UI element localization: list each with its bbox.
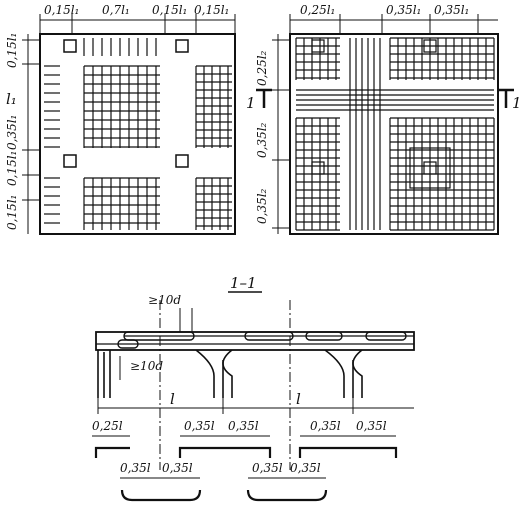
right-reinforcement-mesh [295,37,495,231]
row1-dim-2: 0,35l [184,419,215,433]
section-cut-mark-left [256,88,272,108]
rebar-bars-row2 [120,489,328,502]
section-cut-mark-right [498,88,514,108]
right-side-dim-1: 0,25l₂ [255,50,269,86]
left-slab-plan: 0,15l₁ 0,7l₁ 0,15l₁ 0,15l₁ 0,15l₁ l₁ 0,3… [5,3,236,235]
left-top-dim-4: 0,15l₁ [194,3,229,17]
axis-lines [159,300,291,470]
right-top-dim-2: 0,35l₁ [386,3,421,17]
left-top-dim-3: 0,15l₁ [152,3,187,17]
right-top-dim-3: 0,35l₁ [434,3,469,17]
left-side-dim-5: 0,15l₁ [5,195,19,230]
row2-dim-3: 0,35l [252,461,283,475]
rebar-bars-row1 [94,446,398,458]
left-side-dim-4: 0,15l₁ [5,151,19,186]
anchor-length-top: ≥10d [148,293,181,307]
left-column-markers [63,39,189,168]
span-label-2: l [296,390,301,408]
row1-dim-1: 0,25l [92,419,123,433]
section-title: 1–1 [230,274,257,292]
edge-column [97,350,111,398]
left-side-dimension-line [22,34,40,234]
right-side-dimension-line [272,34,290,234]
section-1-1: 1–1 ≥10d ≥10d [92,274,415,502]
span-label-1: l [170,390,175,408]
left-side-dim-3: 0,35l₁ [5,115,19,150]
row2-dim-1: 0,35l [120,461,151,475]
left-side-labels: 0,15l₁ l₁ 0,35l₁ 0,15l₁ 0,15l₁ [5,33,19,230]
right-top-dim-1: 0,25l₁ [300,3,335,17]
span-dimension-line [97,398,414,414]
row2-dim-4: 0,35l [290,461,321,475]
right-column-markers [311,39,451,189]
left-slab-outline [39,33,236,235]
right-side-dim-2: 0,35l₂ [255,122,269,158]
section-cut-label-right: 1 [512,94,522,112]
right-slab-plan: 0,25l₁ 0,35l₁ 0,35l₁ 0,25l₂ 0,35l₂ 0,35l… [246,3,522,235]
right-top-dimension-line [289,14,498,34]
row2-dim-2: 0,35l [162,461,193,475]
left-side-dim-2: l₁ [6,90,17,108]
section-cut-label-left: 1 [246,94,256,112]
right-side-dim-3: 0,35l₂ [255,188,269,224]
column-capital-2 [324,349,363,398]
row1-dim-3: 0,35l [228,419,259,433]
left-top-dimension-line [39,14,236,34]
left-side-dim-1: 0,15l₁ [5,33,19,68]
left-top-dim-1: 0,15l₁ [44,3,79,17]
row1-dim-5: 0,35l [356,419,387,433]
column-capital-1 [195,349,233,398]
right-slab-outline [289,33,499,235]
top-bar-hooks [117,331,407,349]
left-top-dim-2: 0,7l₁ [102,3,130,17]
left-reinforcement-mesh [44,38,232,230]
row1-dim-4: 0,35l [310,419,341,433]
anchor-length-side: ≥10d [130,359,163,373]
